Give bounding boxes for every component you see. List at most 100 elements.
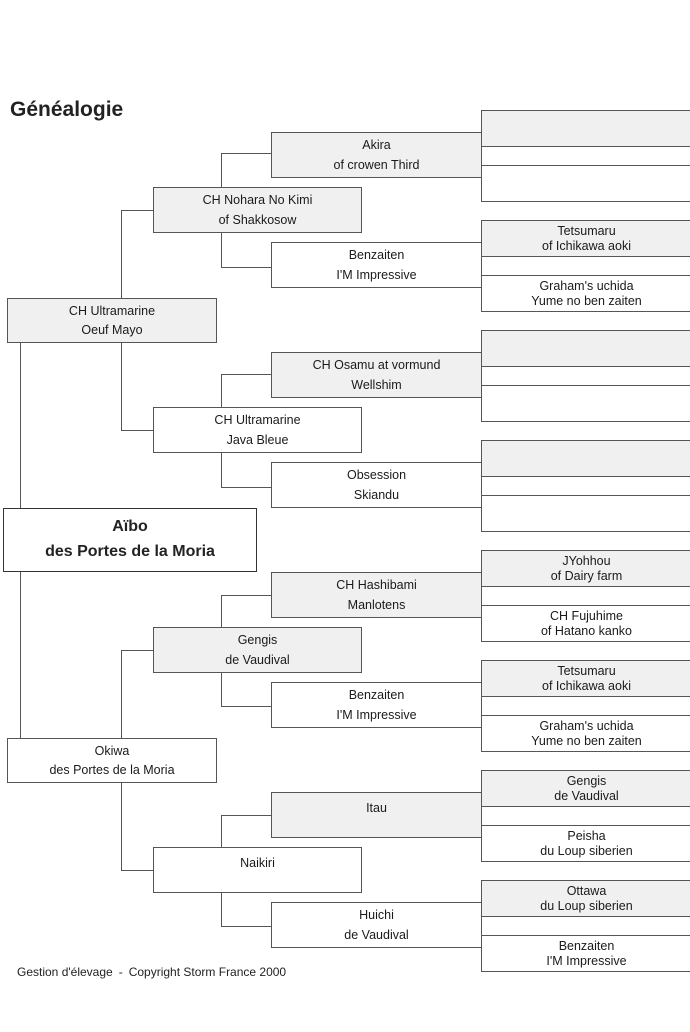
connector-line xyxy=(221,233,222,267)
ancestor-name: CH Fujuhime xyxy=(550,608,623,623)
ancestor-name: Graham's uchida xyxy=(539,278,634,293)
ancestor-kennel: of Shakkosow xyxy=(218,212,297,227)
dam-kennel: des Portes de la Moria xyxy=(49,763,175,778)
great-grandparent-box: CH Hashibami Manlotens xyxy=(271,572,482,618)
ancestor-name: Benzaiten xyxy=(558,938,615,953)
connector-line xyxy=(221,926,271,927)
footer-separator: - xyxy=(118,965,123,979)
ancestor-kennel: I'M Impressive xyxy=(336,267,417,282)
ancestor-box: Peisha du Loup siberien xyxy=(481,825,690,862)
ancestor-kennel: of Ichikawa aoki xyxy=(542,239,631,254)
ancestor-name: Huichi xyxy=(359,907,394,922)
ancestor-name: CH Ultramarine xyxy=(214,412,301,427)
dam-name: Okiwa xyxy=(94,743,130,758)
connector-line xyxy=(121,210,153,211)
great-grandparent-box: Huichi de Vaudival xyxy=(271,902,482,948)
connector-line xyxy=(221,453,222,487)
connector-line xyxy=(121,430,153,431)
ancestor-kennel: of Hatano kanko xyxy=(540,624,633,639)
connector-line xyxy=(221,595,222,627)
ancestor-kennel: du Loup siberien xyxy=(540,844,633,859)
ancestor-kennel: Yume no ben zaiten xyxy=(531,294,642,309)
ancestor-name: Ottawa xyxy=(566,883,607,898)
ancestor-box: CH Fujuhime of Hatano kanko xyxy=(481,605,690,642)
ancestor-box-empty xyxy=(481,495,690,532)
ancestor-box-empty xyxy=(481,440,690,477)
ancestor-name: Tetsumaru xyxy=(557,663,616,678)
ancestor-kennel: Yume no ben zaiten xyxy=(531,734,642,749)
ancestor-box-empty xyxy=(481,165,690,202)
dam-box: Okiwa des Portes de la Moria xyxy=(7,738,217,783)
ancestor-name: Tetsumaru xyxy=(557,223,616,238)
page-title: Généalogie xyxy=(10,98,124,121)
great-grandparent-box: Itau xyxy=(271,792,482,838)
ancestor-box: Benzaiten I'M Impressive xyxy=(481,935,690,972)
ancestor-name: Itau xyxy=(366,801,387,816)
connector-line xyxy=(221,153,271,154)
ancestor-kennel: Skiandu xyxy=(353,487,400,502)
sire-box: CH Ultramarine Oeuf Mayo xyxy=(7,298,217,343)
ancestor-box: Gengis de Vaudival xyxy=(481,770,690,807)
connector-line xyxy=(221,815,271,816)
connector-line xyxy=(221,595,271,596)
connector-line xyxy=(221,267,271,268)
ancestor-box-empty xyxy=(481,330,690,367)
subject-box: Aïbo des Portes de la Moria xyxy=(3,508,257,572)
ancestor-name: Graham's uchida xyxy=(539,718,634,733)
ancestor-name: Benzaiten xyxy=(348,247,405,262)
connector-line xyxy=(221,893,222,926)
connector-line xyxy=(121,650,122,738)
great-grandparent-box: CH Osamu at vormund Wellshim xyxy=(271,352,482,398)
great-grandparent-box: Akira of crowen Third xyxy=(271,132,482,178)
sire-kennel: Oeuf Mayo xyxy=(81,323,143,338)
connector-line xyxy=(121,343,122,430)
ancestor-box: JYohhou of Dairy farm xyxy=(481,550,690,587)
grandparent-box: Naikiri xyxy=(153,847,362,893)
ancestor-kennel: Manlotens xyxy=(347,597,406,612)
ancestor-name: Gengis xyxy=(237,632,278,647)
great-grandparent-box: Obsession Skiandu xyxy=(271,462,482,508)
ancestor-kennel: of Ichikawa aoki xyxy=(542,679,631,694)
connector-line xyxy=(221,374,222,407)
footer-software: Gestion d'élevage xyxy=(17,965,113,979)
ancestor-kennel: I'M Impressive xyxy=(336,707,417,722)
connector-line xyxy=(121,782,122,870)
ancestor-kennel: of Dairy farm xyxy=(550,569,623,584)
ancestor-kennel: de Vaudival xyxy=(225,652,290,667)
ancestor-kennel: Java Bleue xyxy=(226,432,289,447)
ancestor-name: Naikiri xyxy=(240,856,275,871)
great-grandparent-box: Benzaiten I'M Impressive xyxy=(271,682,482,728)
ancestor-name: CH Hashibami xyxy=(336,577,417,592)
footer-copyright: Copyright Storm France 2000 xyxy=(128,965,287,979)
connector-line xyxy=(221,153,222,187)
subject-kennel: des Portes de la Moria xyxy=(45,543,215,561)
ancestor-box: Graham's uchida Yume no ben zaiten xyxy=(481,715,690,752)
ancestor-box-empty xyxy=(481,110,690,147)
ancestor-kennel: Wellshim xyxy=(351,377,402,392)
great-grandparent-box: Benzaiten I'M Impressive xyxy=(271,242,482,288)
connector-line xyxy=(221,374,271,375)
subject-name: Aïbo xyxy=(112,518,148,536)
ancestor-kennel: I'M Impressive xyxy=(546,954,627,969)
connector-line xyxy=(221,487,271,488)
ancestor-name: JYohhou xyxy=(562,553,611,568)
connector-line xyxy=(121,650,153,651)
footer: Gestion d'élevage-Copyright Storm France… xyxy=(17,965,286,979)
connector-line xyxy=(121,210,122,298)
ancestor-box-empty xyxy=(481,385,690,422)
ancestor-kennel: de Vaudival xyxy=(554,789,619,804)
ancestor-kennel: du Loup siberien xyxy=(540,899,633,914)
ancestor-name: Akira xyxy=(362,137,391,152)
ancestor-kennel: de Vaudival xyxy=(344,927,409,942)
ancestor-box: Graham's uchida Yume no ben zaiten xyxy=(481,275,690,312)
connector-line xyxy=(221,673,222,706)
ancestor-name: Peisha xyxy=(567,828,606,843)
ancestor-box: Ottawa du Loup siberien xyxy=(481,880,690,917)
grandparent-box: CH Nohara No Kimi of Shakkosow xyxy=(153,187,362,233)
ancestor-name: CH Nohara No Kimi xyxy=(202,192,313,207)
ancestor-kennel: of crowen Third xyxy=(333,157,420,172)
ancestor-box: Tetsumaru of Ichikawa aoki xyxy=(481,220,690,257)
connector-line xyxy=(221,706,271,707)
ancestor-name: Gengis xyxy=(566,773,607,788)
connector-line xyxy=(121,870,153,871)
